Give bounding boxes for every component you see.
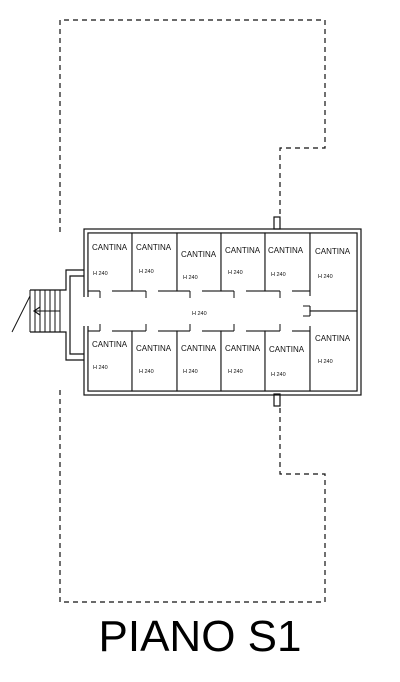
lower-footprint-outline [59, 390, 326, 603]
cellar-top-2 [131, 232, 178, 292]
cellar-top-4 [220, 232, 266, 292]
room-height-label: H 240 [271, 272, 286, 278]
cellar-top-5 [264, 232, 311, 292]
top-cellar-row [87, 232, 358, 312]
cellar-bottom-3 [176, 330, 222, 392]
room-label: CANTINA [92, 243, 128, 252]
room-label: CANTINA [268, 246, 304, 255]
upper-footprint-outline [59, 19, 326, 232]
room-height-label: H 240 [183, 275, 198, 281]
pilaster-top [273, 216, 281, 230]
cellar-top-3 [176, 232, 222, 292]
cellar-top-6 [309, 232, 358, 312]
room-label: CANTINA [136, 344, 172, 353]
room-height-label: H 240 [318, 274, 333, 280]
room-label: CANTINA [225, 344, 261, 353]
room-label: CANTINA [181, 344, 217, 353]
room-height-label: H 240 [271, 372, 286, 378]
cellar-bottom-1 [87, 330, 133, 392]
room-height-label: H 240 [228, 270, 243, 276]
cellar-bottom-2 [131, 330, 178, 392]
cellar-top-1 [87, 232, 133, 292]
room-label: CANTINA [315, 334, 351, 343]
room-height-label: H 240 [228, 369, 243, 375]
room-label: CANTINA [315, 247, 351, 256]
room-height-label: H 240 [93, 271, 108, 277]
pilaster-bottom [273, 393, 281, 407]
room-label: CANTINA [92, 340, 128, 349]
room-label: CANTINA [136, 243, 172, 252]
corridor-height-label: H 240 [192, 311, 207, 317]
room-height-label: H 240 [93, 365, 108, 371]
stair-landing-wall-inner [69, 275, 84, 355]
floor-title: PIANO S1 [98, 612, 302, 661]
stair-landing-wall-outer [30, 269, 84, 291]
room-label: CANTINA [269, 345, 305, 354]
door-ticks [99, 291, 310, 331]
stair-landing-wall-lower [30, 331, 84, 361]
stair-direction-arrow-icon [32, 306, 60, 316]
room-height-label: H 240 [139, 369, 154, 375]
cellar-bottom-4 [220, 330, 266, 392]
cellar-bottom-6 [309, 310, 358, 392]
room-height-label: H 240 [183, 369, 198, 375]
room-label: CANTINA [225, 246, 261, 255]
room-label: CANTINA [181, 250, 217, 259]
room-height-label: H 240 [139, 269, 154, 275]
bottom-cellar-row [87, 310, 358, 392]
room-height-label: H 240 [318, 359, 333, 365]
door-openings [82, 289, 312, 333]
cellar-bottom-5 [264, 330, 311, 392]
